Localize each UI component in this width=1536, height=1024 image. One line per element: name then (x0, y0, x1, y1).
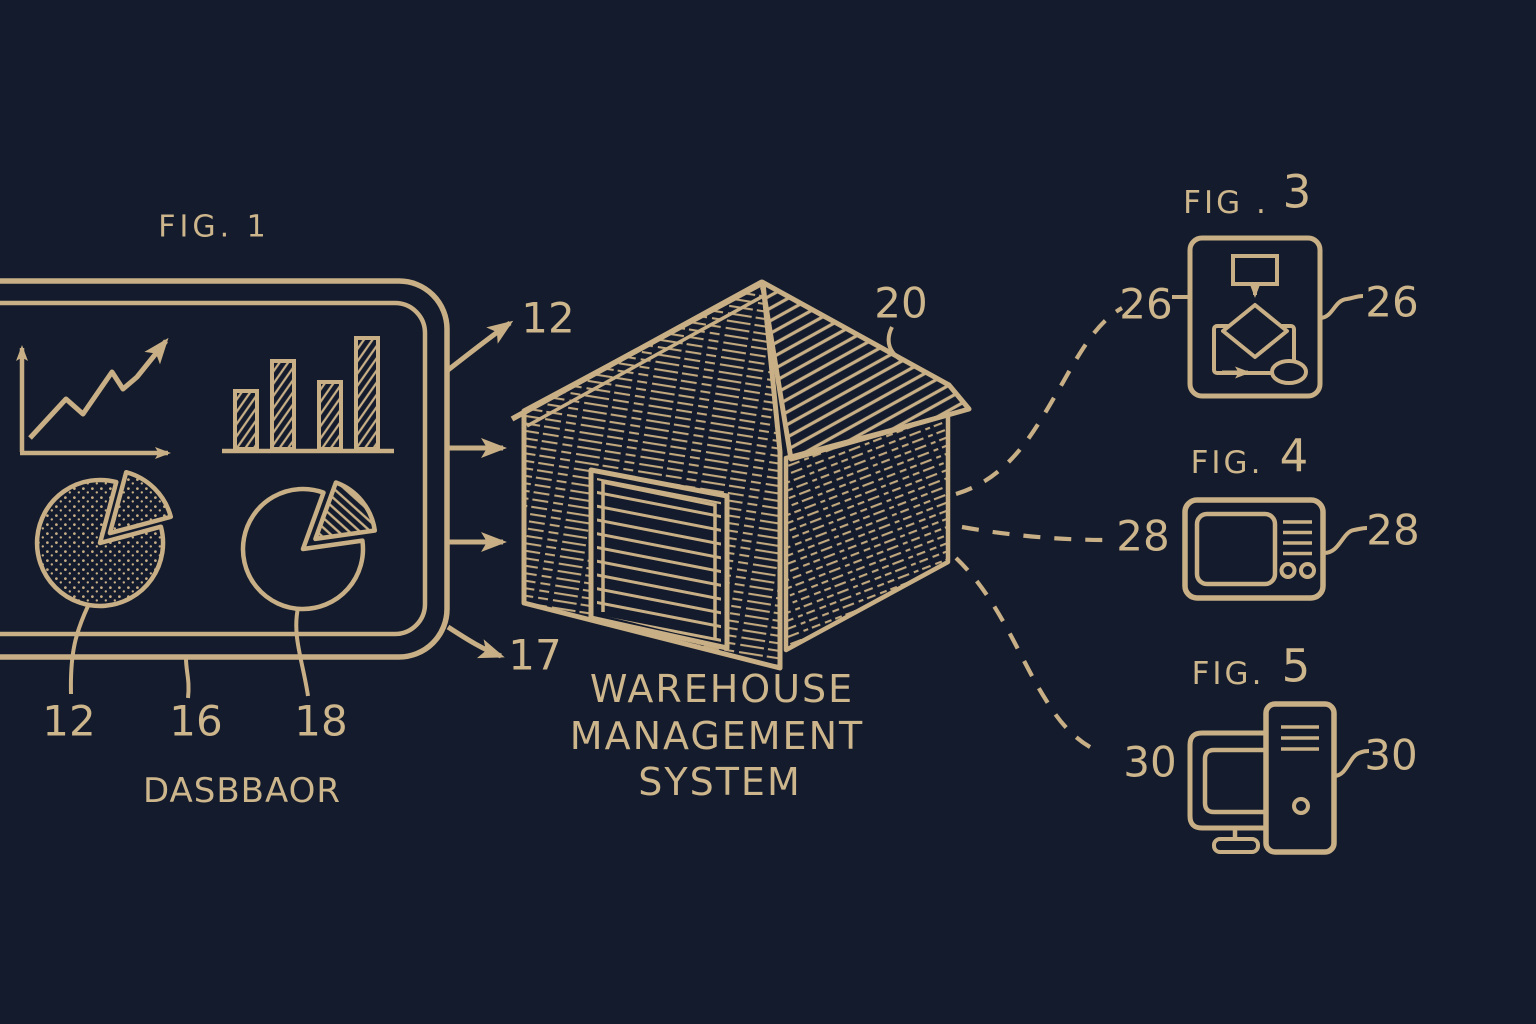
ref-30-right-label: 30 (1364, 730, 1418, 780)
ref-20-label: 20 (874, 278, 928, 328)
ref-17-arrow-label: 17 (508, 630, 562, 680)
fig4-number: 4 (1279, 429, 1309, 483)
dashed-links (954, 306, 1124, 755)
fig5-number: 5 (1281, 639, 1311, 693)
ref-28-right-label: 28 (1366, 505, 1420, 555)
ref-26-left-label: 26 (1119, 279, 1173, 329)
ref-12-label: 12 (42, 696, 96, 746)
dashboard-caption: DASBBAOR (142, 771, 342, 811)
ref-30-left-label: 30 (1123, 737, 1177, 787)
fig4-label: FIG. (1190, 445, 1264, 481)
flowchart-icon (1172, 235, 1364, 399)
ref-26-leader (1319, 294, 1364, 320)
warehouse-icon (510, 279, 972, 671)
fig1-label: FIG. 1 (158, 209, 270, 245)
desktop-computer-icon (1187, 701, 1370, 855)
ref-28-left-label: 28 (1116, 511, 1170, 561)
ref-12-arrow-label: 12 (521, 293, 575, 343)
dashboard-panel (0, 278, 450, 699)
ref-18-label: 18 (294, 696, 348, 746)
ref-30-leader (1333, 749, 1370, 778)
garage-door-icon (588, 467, 730, 651)
fig3-number: 3 (1282, 165, 1312, 219)
pie-chart-icon-right (240, 480, 378, 612)
bar-chart-icon (222, 336, 394, 454)
flow-arrows (446, 320, 514, 659)
line-chart-icon (16, 337, 171, 459)
ref-20-leader (886, 326, 905, 363)
ref-16-label: 16 (169, 696, 223, 746)
fig5-label: FIG. (1191, 656, 1265, 692)
reference-leader-lines (68, 605, 310, 699)
control-panel-icon (1182, 497, 1368, 601)
warehouse-title-line1: WAREHOUSE (589, 667, 855, 711)
ref-26-right-label: 26 (1365, 277, 1419, 327)
pie-chart-icon-left (34, 469, 174, 609)
ref-28-leader (1323, 526, 1368, 555)
warehouse-title-line3: SYSTEM (638, 760, 802, 804)
warehouse-title-line2: MANAGEMENT (569, 714, 865, 758)
fig3-label: FIG . (1183, 185, 1269, 221)
